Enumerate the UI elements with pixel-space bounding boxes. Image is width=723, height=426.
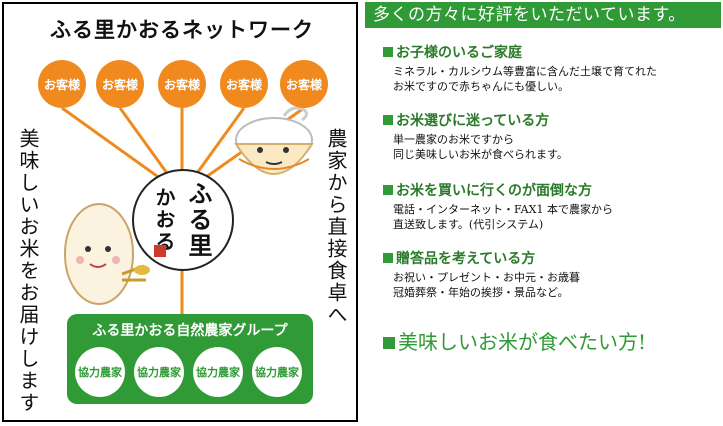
section-body-busy: 電話・インターネット・FAX1 本で農家から 直送致します。(代引システム) <box>393 203 613 231</box>
section-heading-gifts: 贈答品を考えている方 <box>383 248 535 268</box>
partner-farm-node-4: 協力農家 <box>252 347 302 397</box>
rice-bowl-illustration <box>234 106 314 175</box>
network-title: ふる里かおるネットワーク <box>50 17 314 42</box>
logo-line-1: ふる里 <box>184 181 213 259</box>
partner-farm-node-2: 協力農家 <box>134 347 184 397</box>
section-heading-busy: お米を買いに行くのが面倒な方 <box>383 180 592 200</box>
farmer-group-title: ふる里かおる自然農家グループ <box>92 323 288 339</box>
square-bullet-icon <box>383 115 393 125</box>
square-bullet-icon <box>383 185 393 195</box>
partner-farm-node-3: 協力農家 <box>193 347 243 397</box>
connection-lines <box>61 106 314 314</box>
customer-node-3: お客様 <box>158 60 206 108</box>
right-vertical-slogan: 農家から直接食卓へ <box>324 128 348 326</box>
popularity-banner: 多くの方々に好評をいただいています。 <box>365 2 721 28</box>
customer-node-5: お客様 <box>280 60 328 108</box>
partner-farm-node-1: 協力農家 <box>75 347 125 397</box>
section-heading-undecided: お米選びに迷っている方 <box>383 110 549 130</box>
square-bullet-icon <box>383 47 393 57</box>
section-body-undecided: 単一農家のお米ですから 同じ美味しいお米が食べられます。 <box>393 133 568 161</box>
closing-tagline: 美味しいお米が食べたい方! <box>383 326 646 355</box>
network-diagram-panel: ふる里かおるネットワーク <box>2 2 358 422</box>
left-vertical-slogan: 美味しいお米をお届けします <box>16 128 40 414</box>
customer-node-1: お客様 <box>38 60 86 108</box>
farmer-group-box: ふる里かおる自然農家グループ 協力農家 協力農家 協力農家 協力農家 <box>67 314 313 404</box>
customer-node-2: お客様 <box>96 60 144 108</box>
rice-mascot-illustration <box>64 203 150 305</box>
section-body-families: ミネラル・カルシウム等豊富に含んだ土壌で育てれた お米ですので赤ちゃんにも優しい… <box>393 65 657 93</box>
furusato-kaoru-logo: ふる里 かおる <box>132 169 234 271</box>
logo-line-2: かおる <box>152 187 176 253</box>
square-bullet-icon <box>383 253 393 263</box>
section-heading-families: お子様のいるご家庭 <box>383 42 522 62</box>
customer-node-4: お客様 <box>220 60 268 108</box>
logo-seal-icon <box>154 245 166 257</box>
square-bullet-icon <box>383 337 395 349</box>
section-body-gifts: お祝い・プレゼント・お中元・お歳暮 冠婚葬祭・年始の挨拶・景品など。 <box>393 271 580 299</box>
